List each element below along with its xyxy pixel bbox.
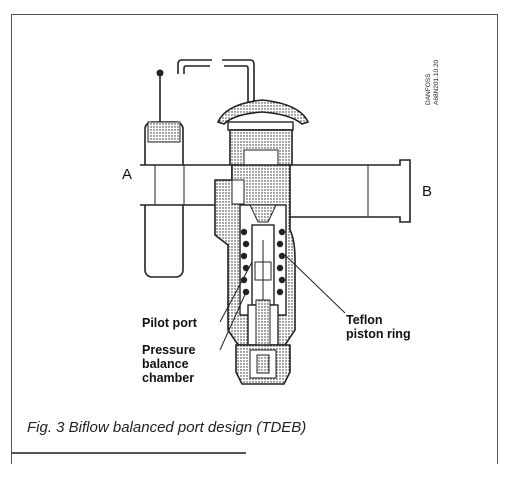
diaphragm — [227, 121, 294, 131]
leader-pilot-port — [219, 261, 253, 323]
stamp-line-2: A68N201.10.20 — [433, 59, 440, 105]
bulb-clamp — [147, 121, 181, 143]
leader-pressure-chamber — [219, 289, 248, 351]
pressure-label-1: Pressure — [142, 343, 196, 357]
port-a-label: A — [122, 166, 132, 183]
leader-teflon-ring — [284, 254, 346, 314]
caption-rule — [11, 452, 246, 454]
spring-right — [276, 228, 286, 296]
pressure-label-2: balance — [142, 357, 189, 371]
teflon-label-1: Teflon — [346, 313, 383, 327]
upper-chamber — [243, 149, 279, 166]
pilot-port-label: Pilot port — [142, 316, 198, 330]
diaphragm-head — [216, 99, 310, 125]
adjusting-spindle — [255, 299, 271, 351]
capillary-tube — [177, 59, 255, 104]
spring-left — [240, 228, 250, 296]
port-b-label: B — [422, 183, 432, 200]
figure-caption: Fig. 3 Biflow balanced port design (TDEB… — [27, 419, 307, 436]
pressure-label-3: chamber — [142, 371, 194, 385]
bulb-tip — [156, 69, 164, 77]
tube-b — [290, 159, 411, 223]
valve-seat — [249, 204, 277, 223]
figure-frame — [11, 14, 498, 464]
teflon-label-2: piston ring — [346, 327, 411, 341]
pilot-channel — [231, 179, 245, 205]
stamp-line-1: DANFOSS — [425, 73, 432, 105]
seal-cap — [256, 354, 270, 374]
